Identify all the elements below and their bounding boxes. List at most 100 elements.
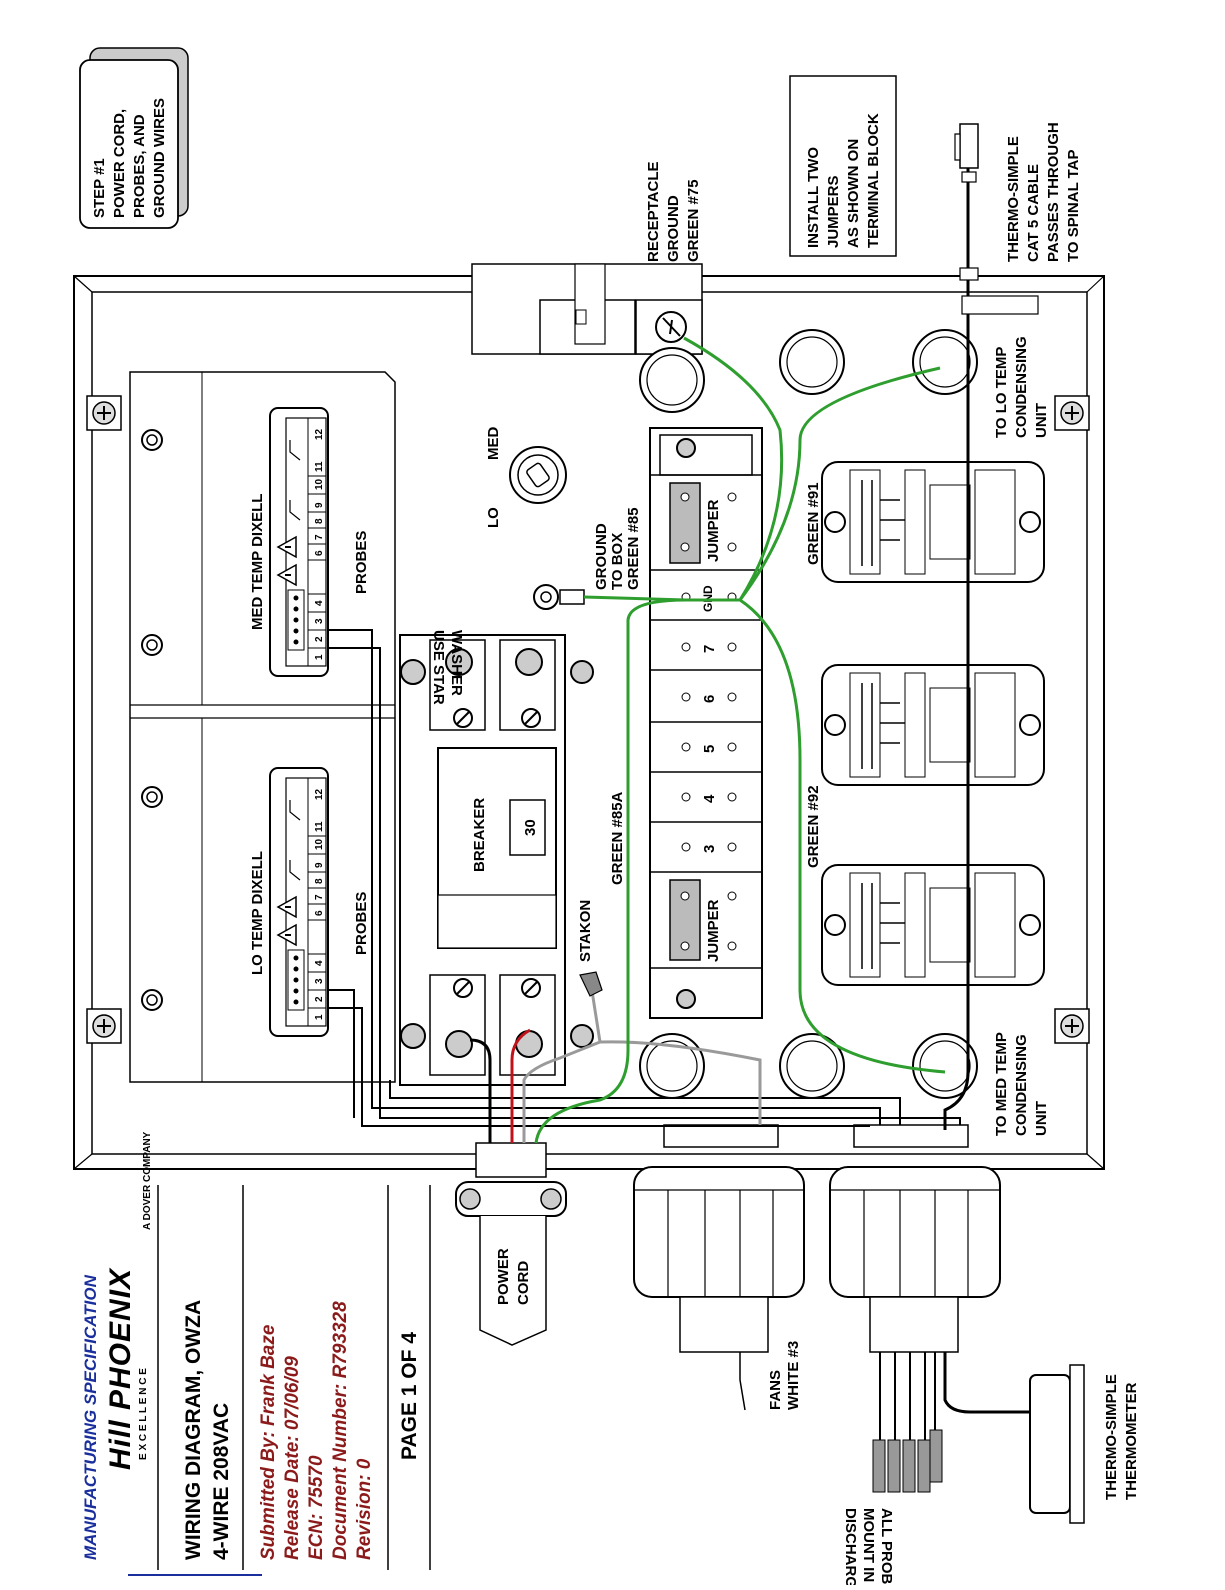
med-pin-11: 11 <box>314 461 325 472</box>
fans-line2: WHITE #3 <box>785 1341 802 1410</box>
lo-pin-1: 1 <box>314 1014 325 1020</box>
thermometer-icon <box>1029 1364 1085 1524</box>
stakon-connector <box>579 971 603 997</box>
release-date: Release Date: 07/06/09 <box>282 1356 303 1560</box>
terminal-7: 7 <box>701 645 718 653</box>
med-pin-10: 10 <box>314 478 325 490</box>
to-med-temp-line3: UNIT <box>1033 1101 1050 1136</box>
green-91-label: GREEN #91 <box>805 482 822 565</box>
terminal-5: 5 <box>701 745 718 753</box>
relay-2 <box>821 664 1045 786</box>
dover-company-badge: A DOVER COMPANY <box>142 1131 153 1230</box>
med-pin-1: 1 <box>314 654 325 660</box>
corner-screw-tl <box>86 395 122 431</box>
breaker-assembly <box>399 634 566 1086</box>
selector-switch-icon <box>509 446 567 504</box>
terminal-4: 4 <box>701 794 718 803</box>
star-washer-line1: USE STAR <box>430 630 447 705</box>
green-85a-label: GREEN #85A <box>609 791 626 885</box>
receptacle-ground-line1: RECEPTACLE <box>645 161 662 262</box>
probes-note-line1: ALL PROBES <box>878 1508 895 1585</box>
lo-pin-3: 3 <box>314 978 325 984</box>
green-92-label: GREEN #92 <box>805 785 822 868</box>
rail-mounting-holes <box>141 429 163 1011</box>
med-probes-label: PROBES <box>353 531 370 594</box>
to-lo-temp-line3: UNIT <box>1033 403 1050 438</box>
thermometer-line2: THERMOMETER <box>1123 1382 1140 1500</box>
jumper-note-line1: INSTALL TWO <box>805 147 822 248</box>
title-block <box>128 1185 431 1576</box>
page-indicator: PAGE 1 OF 4 <box>398 1332 421 1460</box>
lo-temp-dixell-label: LO TEMP DIXELL <box>249 851 266 975</box>
logo-tagline: E X C E L L E N C E <box>138 1368 149 1460</box>
lo-pin-4: 4 <box>314 960 325 966</box>
probes-note-line2: MOUNT IN <box>860 1508 877 1582</box>
lo-pin-7: 7 <box>314 894 325 900</box>
med-pin-12: 12 <box>314 428 325 440</box>
lo-warning-icon <box>276 895 297 947</box>
cat5-plug-icon <box>954 123 1039 315</box>
ground-to-box-line2: TO BOX <box>609 533 626 590</box>
power-cord-line2: CORD <box>515 1261 532 1305</box>
med-temp-dixell-label: MED TEMP DIXELL <box>249 494 266 630</box>
probe-wires <box>328 629 961 1127</box>
jumper-top-label: JUMPER <box>705 499 722 562</box>
med-warning-icon <box>276 535 297 587</box>
terminal-block <box>649 427 763 1019</box>
receptacle-ground-line2: GROUND <box>665 195 682 262</box>
lo-pin-9: 9 <box>314 862 325 868</box>
hill-phoenix-logo-text: Hill PHOENIX <box>104 1267 137 1470</box>
power-cord-line1: POWER <box>495 1248 512 1305</box>
doc-title-line2: 4-WIRE 208VAC <box>210 1403 233 1560</box>
fans-line1: FANS <box>767 1370 784 1410</box>
lo-pin-10: 10 <box>314 838 325 850</box>
probes-note-line3: DISCHARGE AIR <box>842 1508 859 1585</box>
power-cord-fitting <box>455 1142 567 1346</box>
doc-title-line1: WIRING DIAGRAM, OWZA <box>182 1300 205 1560</box>
selector-med-label: MED <box>485 427 502 461</box>
med-temp-controller: 1 2 3 4 6 7 8 9 10 11 12 <box>269 407 329 677</box>
breaker-screws <box>400 648 594 1058</box>
lo-pin-11: 11 <box>314 821 325 832</box>
breaker-rating: 30 <box>522 819 539 836</box>
breaker-label: BREAKER <box>471 798 488 872</box>
lo-pin-2: 2 <box>314 996 325 1002</box>
relay-3 <box>821 864 1045 986</box>
cat5-note-line4: TO SPINAL TAP <box>1065 149 1082 262</box>
lo-pin-6: 6 <box>314 910 325 916</box>
revision: Revision: 0 <box>354 1458 375 1560</box>
document-number: Document Number: R793328 <box>330 1301 351 1560</box>
manufacturing-spec-header: MANUFACTURING SPECIFICATION <box>81 1274 100 1560</box>
step-note-line4: GROUND WIRES <box>151 98 168 218</box>
step-note-line2: POWER CORD, <box>111 109 128 218</box>
corner-screw-tr <box>1054 395 1090 431</box>
med-pin-4: 4 <box>314 600 325 606</box>
jumper-note-line2: JUMPERS <box>825 175 842 248</box>
ground-to-box-line3: GREEN #85 <box>625 507 642 590</box>
star-washer-lug <box>533 584 585 610</box>
to-lo-temp-line2: CONDENSING <box>1013 336 1030 438</box>
med-pin-strip: 1 2 3 4 6 7 8 9 10 11 12 <box>307 418 326 666</box>
stakon-label: STAKON <box>577 900 594 962</box>
cat5-note-line2: CAT 5 CABLE <box>1025 164 1042 262</box>
terminal-6: 6 <box>701 695 718 703</box>
lo-led-dots <box>287 949 305 1011</box>
ground-to-box-line1: GROUND <box>593 523 610 590</box>
corner-screw-bl <box>86 1008 122 1044</box>
star-washer-line2: WASHER <box>448 630 465 696</box>
med-pin-2: 2 <box>314 636 325 642</box>
med-pin-3: 3 <box>314 618 325 624</box>
ecn-number: ECN: 75570 <box>306 1455 327 1560</box>
jumper-note-box <box>789 75 897 257</box>
receptacle-ground-line3: GREEN #75 <box>685 179 702 262</box>
receptacle <box>471 263 703 355</box>
step-note-box <box>79 47 189 229</box>
step-note-line3: PROBES, AND <box>131 114 148 218</box>
jumper-bottom-label: JUMPER <box>705 899 722 962</box>
med-pin-7: 7 <box>314 534 325 540</box>
jumper-note-line3: AS SHOWN ON <box>845 139 862 248</box>
corner-screw-br <box>1054 1008 1090 1044</box>
ground-wires <box>534 336 946 1144</box>
fans-strain-relief <box>633 1124 805 1353</box>
